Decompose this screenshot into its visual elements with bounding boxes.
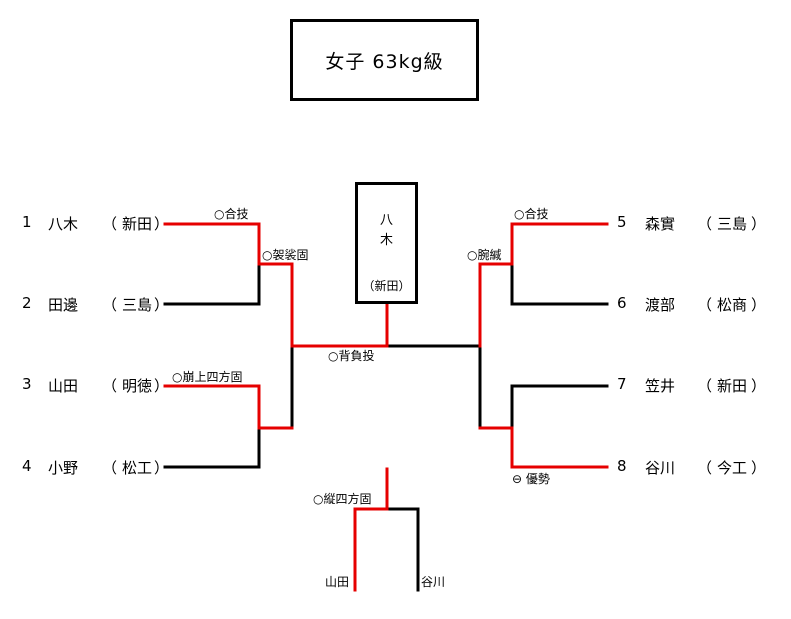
- annotation-final: ○背負投: [328, 349, 375, 363]
- line-third-right: [385, 507, 420, 592]
- red-paths: [163, 222, 609, 592]
- paren-close: ）: [154, 215, 170, 233]
- entry-num: 5: [617, 213, 627, 231]
- entry-team: 新田: [717, 377, 748, 395]
- paren-close: ）: [154, 459, 170, 477]
- entry-team: 今工: [717, 459, 748, 477]
- annotation-match-3: ○合技: [514, 207, 549, 221]
- paren-close: ）: [154, 377, 170, 395]
- paren-close: ）: [751, 459, 767, 477]
- entry-name: 田邊: [48, 296, 79, 314]
- line-7: [510, 384, 609, 430]
- win-1: [163, 222, 389, 348]
- paren-open: （: [102, 296, 118, 314]
- champion-name-1: 八: [379, 213, 393, 228]
- black-paths: [163, 262, 609, 592]
- entry-team: 三島: [717, 215, 748, 233]
- annotation-semifinal-1: ○袈裟固: [262, 248, 309, 262]
- paren-close: ）: [751, 215, 767, 233]
- entry-team: 明徳: [122, 377, 153, 395]
- paren-close: ）: [751, 296, 767, 314]
- entry-num: 3: [22, 375, 32, 393]
- entry-team: 松商: [717, 296, 748, 314]
- page-title: 女子 63kg級: [290, 19, 479, 101]
- entry-num: 7: [617, 375, 627, 393]
- paren-close: ）: [154, 296, 170, 314]
- entry-name: 森實: [645, 215, 676, 233]
- paren-open: （: [697, 377, 713, 395]
- win-3: [163, 384, 294, 430]
- line-4: [163, 426, 261, 469]
- champion-name-2: 木: [379, 233, 393, 248]
- entry-num: 6: [617, 294, 627, 312]
- entry-num: 4: [22, 457, 32, 475]
- entry-team: 三島: [122, 296, 153, 314]
- entry-name: 笠井: [645, 377, 676, 395]
- entry-num: 8: [617, 457, 627, 475]
- entry-name: 山田: [48, 377, 79, 395]
- annotation-third-place: ○縦四方固: [313, 492, 372, 506]
- win-5: [478, 222, 609, 348]
- third-place-right: 谷川: [421, 575, 446, 589]
- champion-box: 八 木 （新田）: [355, 182, 418, 304]
- paren-open: （: [697, 296, 713, 314]
- win-third: [353, 467, 389, 592]
- annotation-match-4: ⊖ 優勢: [512, 472, 550, 486]
- entry-team: 松工: [122, 459, 153, 477]
- paren-open: （: [697, 459, 713, 477]
- annotation-semifinal-2: ○腕緘: [467, 248, 502, 262]
- annotation-match-1: ○合技: [214, 207, 249, 221]
- entry-num: 1: [22, 213, 32, 231]
- paren-close: ）: [751, 377, 767, 395]
- entry-name: 谷川: [645, 459, 676, 477]
- line-6: [510, 262, 609, 306]
- entry-num: 2: [22, 294, 32, 312]
- entry-name: 渡部: [645, 296, 676, 314]
- champion-team: （新田）: [362, 279, 411, 293]
- entry-team: 新田: [122, 215, 153, 233]
- paren-open: （: [697, 215, 713, 233]
- paren-open: （: [102, 377, 118, 395]
- annotation-match-2: ○崩上四方固: [172, 370, 243, 384]
- entry-name: 八木: [48, 215, 79, 233]
- paren-open: （: [102, 215, 118, 233]
- title-text: 女子 63kg級: [325, 50, 444, 73]
- win-8: [478, 426, 609, 469]
- entry-name: 小野: [48, 459, 79, 477]
- third-place-left: 山田: [325, 575, 350, 589]
- line-2: [163, 262, 261, 306]
- paren-open: （: [102, 459, 118, 477]
